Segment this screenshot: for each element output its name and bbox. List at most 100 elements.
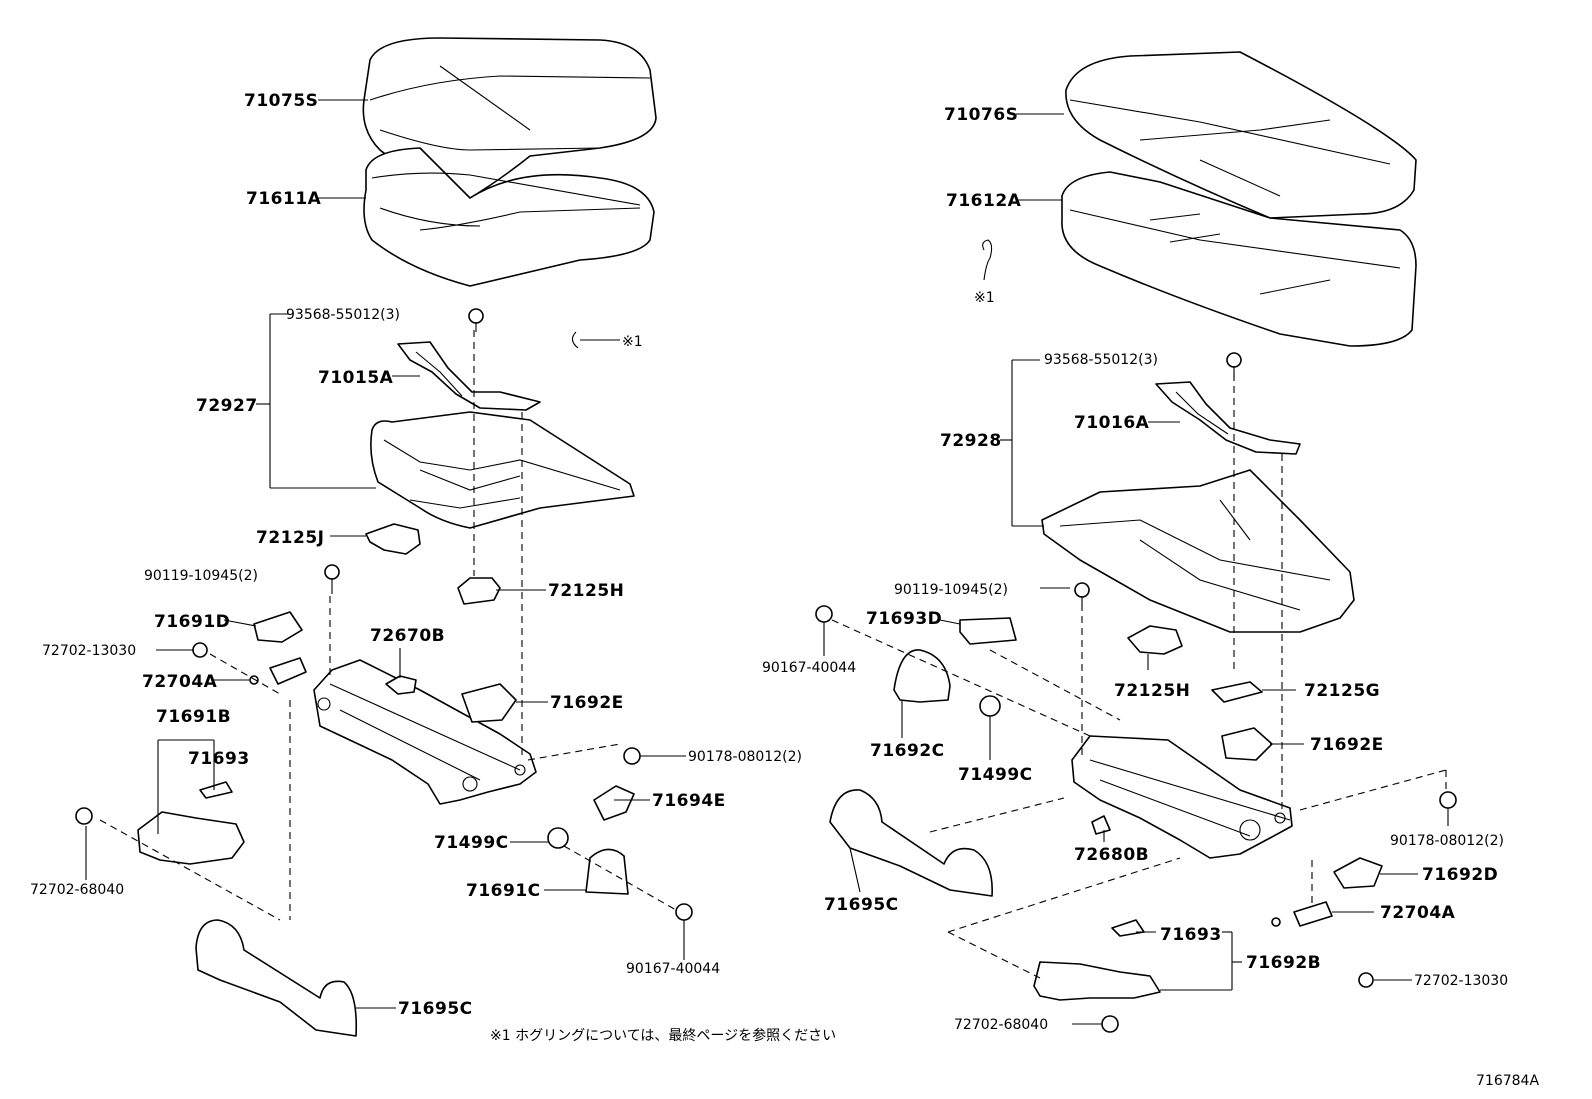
right-bracket-d <box>1333 857 1383 889</box>
right-seat-track <box>1071 735 1293 859</box>
label-72704A-right: 72704A <box>1380 903 1456 923</box>
left-leader-lines <box>85 99 686 1009</box>
left-shield-b <box>137 811 245 865</box>
left-shield-c <box>585 848 629 895</box>
right-seat-pan <box>1041 469 1355 633</box>
label-71691B: 71691B <box>156 707 231 727</box>
left-seat-pan <box>370 411 635 529</box>
left-frame-bracket <box>397 341 541 411</box>
label-71075S: 71075S <box>244 91 318 111</box>
right-cushion-pad <box>1061 171 1417 347</box>
label-71612A: 71612A <box>946 191 1022 211</box>
label-90167-40044-left: 90167-40044 <box>626 961 720 977</box>
left-screw-b <box>75 807 93 825</box>
footnote: ※1 ホグリングについては、最終ページを参照ください <box>490 1027 836 1044</box>
left-screw-a <box>192 642 208 658</box>
left-cover-h <box>457 577 501 605</box>
label-71695C-left: 71695C <box>398 999 473 1019</box>
left-lock-ring <box>249 675 259 685</box>
label-hog-ring-ref-right: ※1 <box>974 290 995 306</box>
left-shield-d <box>253 611 303 643</box>
right-shield-b <box>1033 961 1161 1001</box>
label-71693-right: 71693 <box>1160 925 1222 945</box>
label-71692B: 71692B <box>1246 953 1321 973</box>
label-71691D: 71691D <box>154 612 230 632</box>
label-72704A-left: 72704A <box>142 672 218 692</box>
right-bracket-e <box>1221 727 1273 761</box>
label-72125J: 72125J <box>256 528 324 548</box>
label-72702-13030-left: 72702-13030 <box>42 643 136 659</box>
right-nut <box>1439 791 1457 809</box>
label-71695C-right: 71695C <box>824 895 899 915</box>
right-frame-bracket <box>1155 381 1301 455</box>
label-71499C-right: 71499C <box>958 765 1033 785</box>
right-dashed-lines <box>831 374 1447 979</box>
label-71499C-left: 71499C <box>434 833 509 853</box>
right-screw-a <box>1358 972 1374 988</box>
left-bracket-e <box>461 683 517 723</box>
label-71692E-right: 71692E <box>1310 735 1384 755</box>
label-72670B: 72670B <box>370 626 445 646</box>
label-72125H-right: 72125H <box>1114 681 1190 701</box>
label-71692C: 71692C <box>870 741 945 761</box>
left-cushion-pad <box>363 147 655 287</box>
right-lock-a <box>1293 901 1333 927</box>
left-clip <box>547 827 569 849</box>
label-72702-68040-left: 72702-68040 <box>30 882 124 898</box>
label-hog-ring-ref-left: ※1 <box>622 334 643 350</box>
label-71691C: 71691C <box>466 881 541 901</box>
label-71694E: 71694E <box>652 791 726 811</box>
label-93568-55012-left: 93568-55012(3) <box>286 307 400 323</box>
label-71692D: 71692D <box>1422 865 1498 885</box>
right-leader-lines <box>823 113 1449 1025</box>
label-71016A: 71016A <box>1074 413 1150 433</box>
right-bracket-b <box>1091 815 1111 835</box>
label-90178-08012-left: 90178-08012(2) <box>688 749 802 765</box>
right-bolt-icons <box>1074 352 1242 606</box>
label-72125G: 72125G <box>1304 681 1380 701</box>
right-screw-b <box>1101 1015 1119 1033</box>
label-90178-08012-right: 90178-08012(2) <box>1390 833 1504 849</box>
right-spring <box>1111 919 1145 937</box>
label-71076S: 71076S <box>944 105 1018 125</box>
left-spring <box>199 781 233 799</box>
label-71611A: 71611A <box>246 189 322 209</box>
right-cover-g <box>1211 681 1263 703</box>
right-clip <box>979 695 1001 717</box>
right-shield-d <box>959 617 1017 645</box>
diagram-code: 716784A <box>1476 1073 1539 1089</box>
left-seat-track <box>313 659 537 805</box>
label-72702-13030-right: 72702-13030 <box>1414 973 1508 989</box>
left-cushion-cover <box>362 37 657 199</box>
label-71692E-left: 71692E <box>550 693 624 713</box>
left-bracket-b <box>385 675 417 695</box>
label-72680B: 72680B <box>1074 845 1149 865</box>
left-lock-a <box>269 657 307 685</box>
right-cover-695c <box>829 789 993 897</box>
left-cover-j <box>365 523 421 555</box>
right-lock-ring <box>1271 917 1281 927</box>
right-cover-h <box>1127 625 1183 655</box>
label-90119-10945-left: 90119-10945(2) <box>144 568 258 584</box>
label-72927: 72927 <box>196 396 258 416</box>
label-71693-left: 71693 <box>188 749 250 769</box>
right-hog-ring <box>982 239 993 281</box>
left-nut <box>623 747 641 765</box>
right-cushion-cover <box>1065 51 1417 219</box>
label-90119-10945-right: 90119-10945(2) <box>894 582 1008 598</box>
left-cover-695c <box>195 919 358 1037</box>
right-screw-c <box>815 605 833 623</box>
label-93568-55012-right: 93568-55012(3) <box>1044 352 1158 368</box>
right-shield-c <box>893 649 951 703</box>
label-72125H-left: 72125H <box>548 581 624 601</box>
label-71015A: 71015A <box>318 368 394 388</box>
left-bolt-icons <box>324 308 484 594</box>
label-72928: 72928 <box>940 431 1002 451</box>
left-cover-694e <box>593 785 635 821</box>
label-72702-68040-right: 72702-68040 <box>954 1017 1048 1033</box>
label-90167-40044-right: 90167-40044 <box>762 660 856 676</box>
label-71693D: 71693D <box>866 609 942 629</box>
left-screw-c <box>675 903 693 921</box>
left-dashed-lines <box>99 330 677 921</box>
